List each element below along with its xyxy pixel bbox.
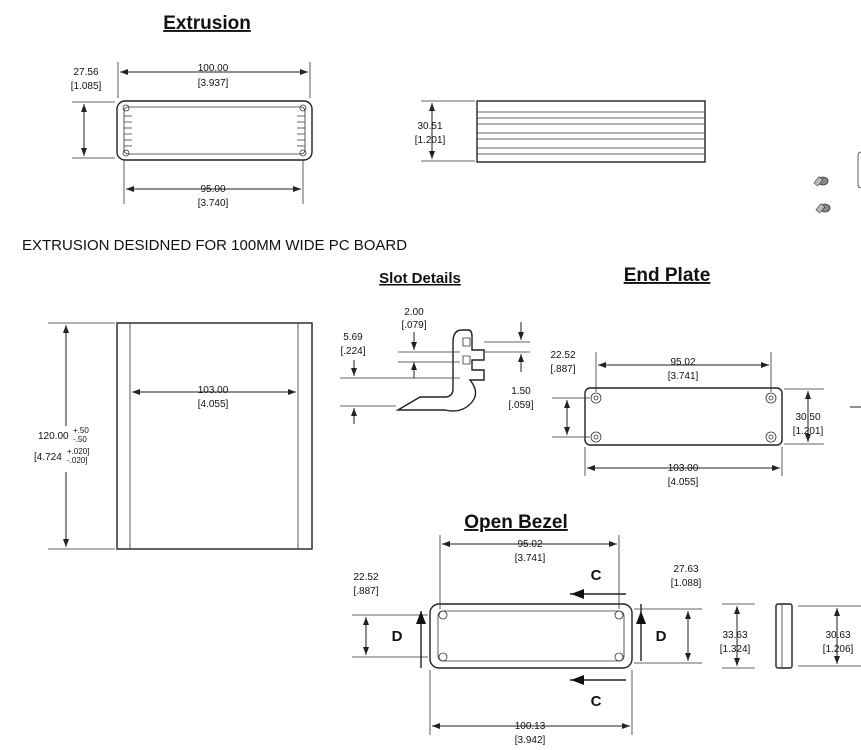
end-plate-view <box>584 387 783 446</box>
dim-bezel-top-in: [3.741] <box>515 553 546 564</box>
section-c-top: C <box>591 567 602 584</box>
dim-slot-b-in: [.224] <box>340 346 365 357</box>
title-end-plate: End Plate <box>624 265 711 286</box>
dim-endplate-top: 95.02 <box>670 357 695 368</box>
title-open-bezel: Open Bezel <box>464 512 567 533</box>
dim-side-height-in: [1.201] <box>415 135 446 146</box>
tolerance-minus: -.50 <box>73 435 87 444</box>
tolerance-in-minus: -.020] <box>67 456 87 465</box>
dim-extrusion-height: 27.56 <box>73 67 98 78</box>
screw-icon <box>813 176 829 187</box>
dim-endplate-left: 22.52 <box>550 350 575 361</box>
dim-slot-a: 2.00 <box>404 307 424 318</box>
extrusion-top-view <box>116 322 313 550</box>
dim-side-height: 30.51 <box>417 121 442 132</box>
dim-slot-b: 5.69 <box>343 332 363 343</box>
dim-extrusion-inner: 95.00 <box>200 184 225 195</box>
dim-bezel-right: 27.63 <box>673 564 698 575</box>
dim-slot-c: 1.50 <box>511 386 531 397</box>
dim-bezel-side-b-in: [1.206] <box>823 644 854 655</box>
dim-bezel-side-a-in: [1.324] <box>720 644 751 655</box>
extrusion-side-view <box>476 100 706 163</box>
dim-endplate-right-in: [1.201] <box>793 426 824 437</box>
design-note: EXTRUSION DESIDNED FOR 100MM WIDE PC BOA… <box>22 237 407 254</box>
title-slot-details: Slot Details <box>379 270 461 287</box>
dim-top-width-in: [4.055] <box>198 399 229 410</box>
dim-endplate-bottom-in: [4.055] <box>668 477 699 488</box>
dim-top-length-in: [4.724 <box>34 452 62 463</box>
dim-endplate-bottom: 103.00 <box>668 463 699 474</box>
section-d-right: D <box>656 628 667 645</box>
extrusion-front-view <box>116 100 313 161</box>
bezel-side-profile <box>775 603 793 669</box>
dim-bezel-left: 22.52 <box>353 572 378 583</box>
dim-slot-c-in: [.059] <box>508 400 533 411</box>
section-c-bottom: C <box>591 693 602 710</box>
section-d-left: D <box>392 628 403 645</box>
dim-extrusion-width: 100.00 <box>198 63 229 74</box>
dim-bezel-top: 95.02 <box>517 539 542 550</box>
slot-detail-profile <box>395 329 485 412</box>
tolerance-plus: +.50 <box>73 426 89 435</box>
open-bezel-view <box>429 603 633 669</box>
dim-slot-a-in: [.079] <box>401 320 426 331</box>
dim-bezel-right-in: [1.088] <box>671 578 702 589</box>
dim-top-length: 120.00 <box>38 431 69 442</box>
title-extrusion: Extrusion <box>163 13 251 34</box>
dim-extrusion-inner-in: [3.740] <box>198 198 229 209</box>
dim-bezel-bottom: 100.13 <box>515 721 546 732</box>
screw-icon <box>815 203 831 214</box>
dim-endplate-top-in: [3.741] <box>668 371 699 382</box>
dim-top-width: 103.00 <box>198 385 229 396</box>
dim-extrusion-height-in: [1.085] <box>71 81 102 92</box>
dim-bezel-left-in: [.887] <box>353 586 378 597</box>
tolerance-in-plus: +.020] <box>67 447 89 456</box>
dim-endplate-right: 30.50 <box>795 412 820 423</box>
dim-extrusion-width-in: [3.937] <box>198 78 229 89</box>
dim-bezel-side-a: 33.63 <box>722 630 747 641</box>
dim-bezel-bottom-in: [3.942] <box>515 735 546 746</box>
dim-bezel-side-b: 30.63 <box>825 630 850 641</box>
dim-endplate-left-in: [.887] <box>550 364 575 375</box>
